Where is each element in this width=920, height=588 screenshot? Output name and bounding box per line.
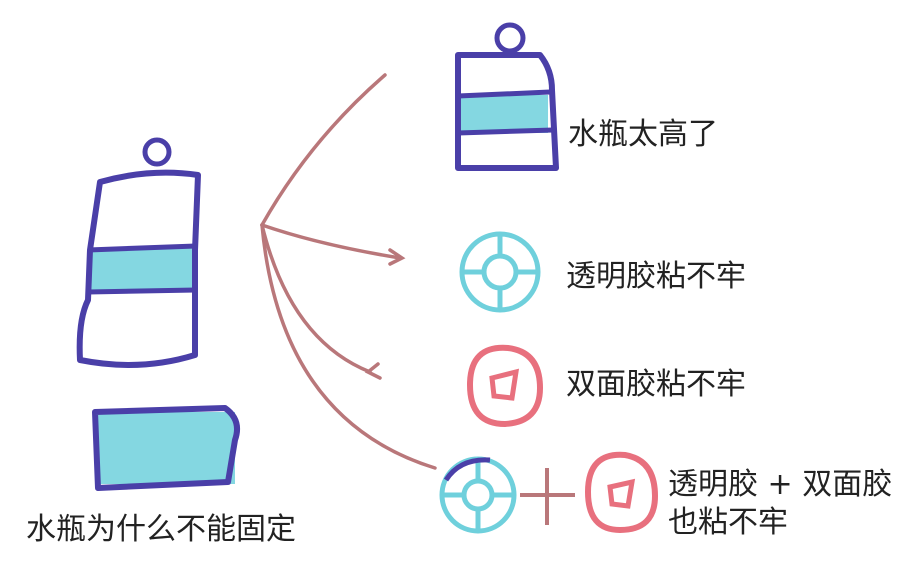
arrow-to-double-tape	[260, 223, 372, 374]
reason-double-tape-label: 双面胶粘不牢	[566, 367, 746, 402]
combined-tapes-icon	[439, 451, 659, 534]
tall-bottle-icon	[455, 22, 559, 171]
reason-combined-label-line2: 也粘不牢	[668, 505, 788, 540]
reason-clear-tape-label: 透明胶粘不牢	[566, 259, 746, 294]
arrow-to-clear-tape	[260, 223, 402, 260]
big-bottle-icon	[76, 137, 201, 368]
stand-block-icon	[92, 405, 240, 491]
double-sided-tape-roll-icon	[466, 344, 544, 428]
reason-combined-label-line1: 透明胶 + 双面胶	[668, 467, 893, 502]
branch-arrows	[260, 73, 437, 470]
reason-tall-label: 水瓶太高了	[568, 117, 718, 152]
arrow-to-tall	[260, 73, 387, 227]
arrow-to-combined	[260, 223, 437, 470]
clear-tape-roll-icon	[459, 231, 541, 313]
question-caption: 水瓶为什么不能固定	[26, 512, 296, 547]
plus-drawn-icon	[520, 468, 575, 525]
